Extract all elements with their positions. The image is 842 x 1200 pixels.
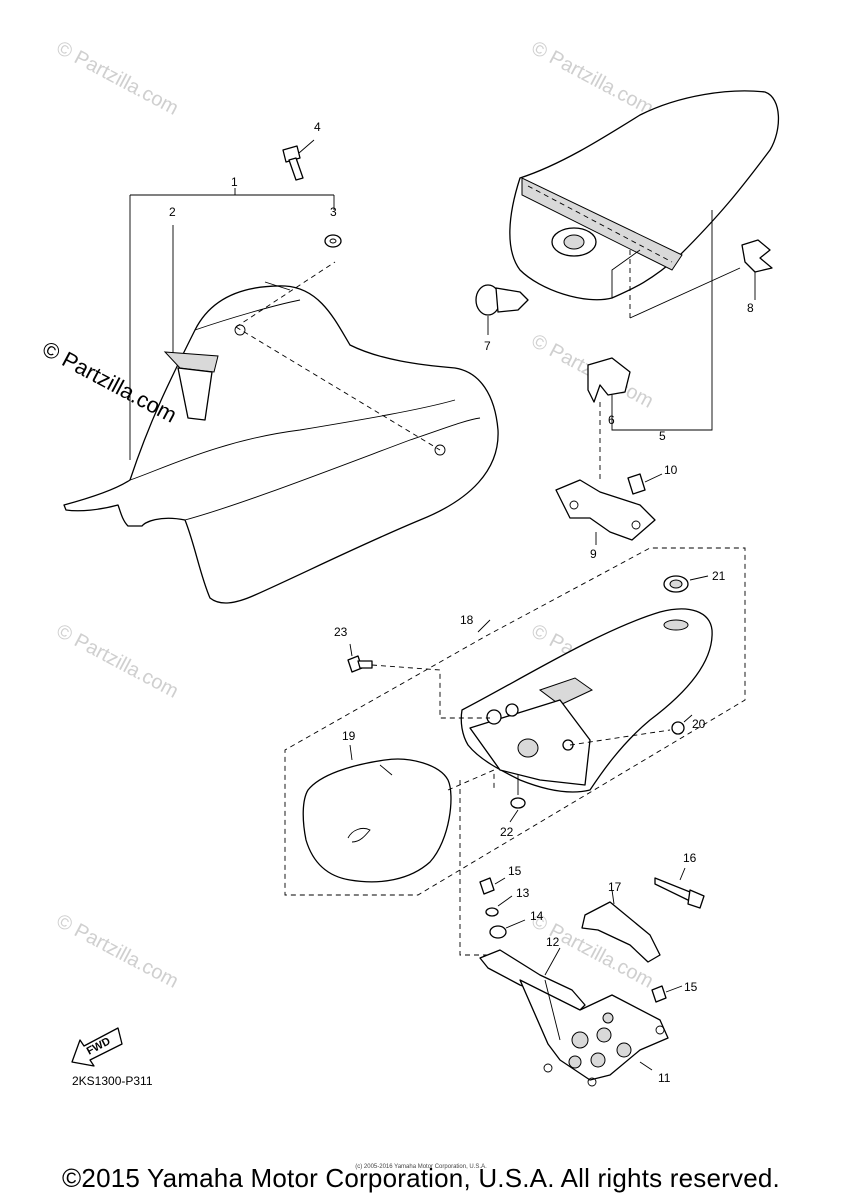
part-label-7: 7 — [484, 339, 491, 353]
rider-seat — [63, 139, 499, 604]
part-label-23: 23 — [334, 625, 348, 639]
lower-bracket-parts — [459, 780, 705, 1087]
part-label-12: 12 — [546, 935, 560, 949]
part-label-6: 6 — [608, 413, 615, 427]
part-label-9: 9 — [590, 547, 597, 561]
diagram-code: 2KS1300-P311 — [72, 1074, 153, 1088]
seat-cowl-group — [284, 547, 746, 896]
part-label-21: 21 — [712, 569, 726, 583]
part-label-3: 3 — [330, 205, 337, 219]
part-label-1: 1 — [231, 175, 238, 189]
part-label-11: 11 — [658, 1071, 671, 1085]
part-label-20: 20 — [692, 717, 706, 731]
part-label-15b: 15 — [684, 980, 698, 994]
part-label-10: 10 — [664, 463, 678, 477]
part-label-14: 14 — [530, 909, 544, 923]
watermark: © Partzilla.com — [528, 37, 657, 120]
part-label-22: 22 — [500, 825, 514, 839]
watermark: © Partzilla.com — [53, 620, 182, 703]
watermark: © Partzilla.com — [53, 910, 182, 993]
part-label-15: 15 — [508, 864, 522, 878]
part-label-13: 13 — [516, 886, 530, 900]
watermark: © Partzilla.com — [53, 37, 182, 120]
part-label-16: 16 — [683, 851, 697, 865]
passenger-seat — [475, 90, 780, 545]
part-label-17: 17 — [608, 880, 622, 894]
copyright-notice: ©2015 Yamaha Motor Corporation, U.S.A. A… — [62, 1163, 780, 1193]
part-label-5: 5 — [659, 429, 666, 443]
part-labels: 1 2 3 4 5 6 7 8 9 10 11 12 13 14 15 15 1… — [169, 120, 754, 1085]
part-label-19: 19 — [342, 729, 356, 743]
part-label-18: 18 — [460, 613, 474, 627]
fwd-arrow-icon: FWD — [71, 1027, 123, 1067]
part-label-4: 4 — [314, 120, 321, 134]
part-label-2: 2 — [169, 205, 176, 219]
tiny-copyright: (c) 2005-2016 Yamaha Motor Corporation, … — [355, 1164, 487, 1170]
part-label-8: 8 — [747, 301, 754, 315]
